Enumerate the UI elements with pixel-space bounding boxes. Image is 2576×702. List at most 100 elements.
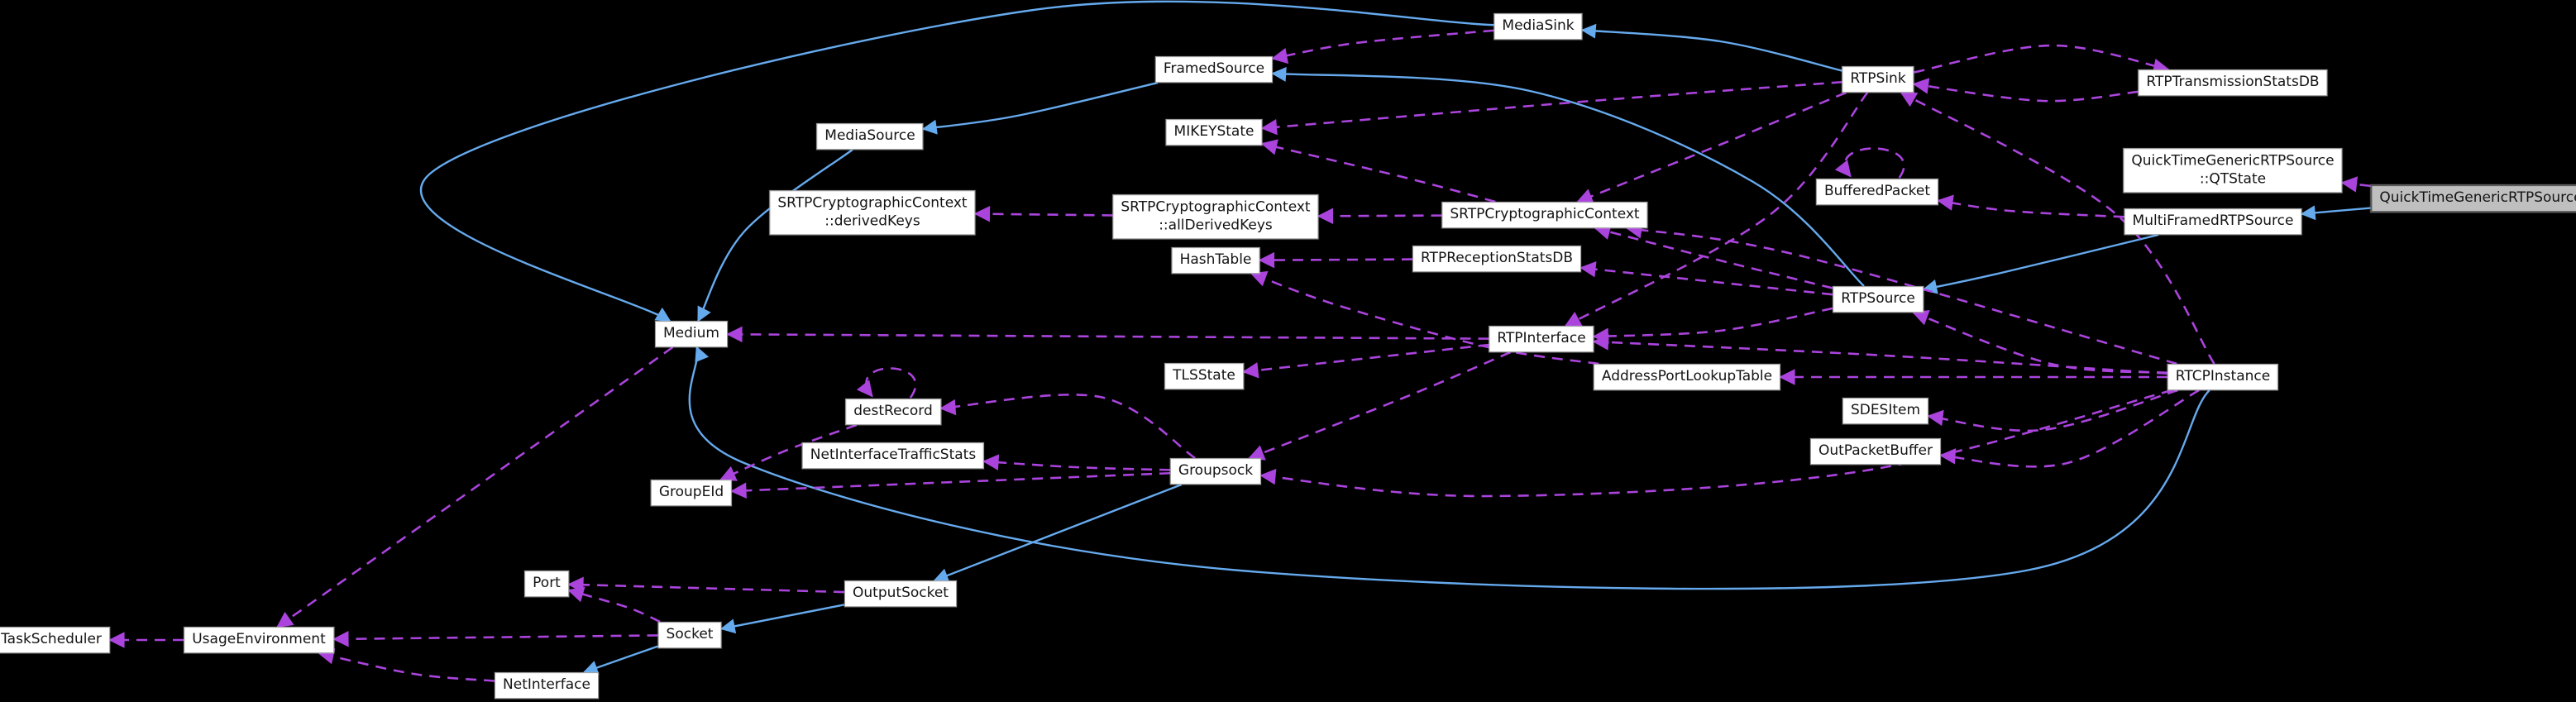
node-groupsock[interactable]: Groupsock xyxy=(1169,458,1262,485)
node-label: QuickTimeGenericRTPSource xyxy=(2379,189,2576,207)
edge-groupsock-outputsocket xyxy=(933,483,1183,583)
edge-rtcpinstance-sdesitem xyxy=(1927,389,2178,432)
edge-rtpsource-srtpcryptographiccontext xyxy=(1594,223,1833,289)
node-destrecord[interactable]: destRecord xyxy=(845,399,941,425)
node-label: NetInterface xyxy=(503,676,590,694)
edge-destrecord-groupeid xyxy=(719,423,858,481)
node-label: SDESItem xyxy=(1850,402,1921,419)
edge-netinterface-usageenvironment xyxy=(318,648,495,682)
node-label: RTCPInstance xyxy=(2175,368,2271,385)
edge-rtptransmissionstatsdb-rtpsink xyxy=(1912,78,2139,103)
node-rtptransmissionstatsdb[interactable]: RTPTransmissionStatsDB xyxy=(2138,69,2328,96)
node-srtpcryptographiccontext[interactable]: SRTPCryptographicContext xyxy=(1441,202,1648,228)
edge-framedsource-mediasource xyxy=(921,81,1159,135)
edge-mediasink-medium xyxy=(419,0,1494,322)
edge-srtpcryptographiccontext-mikeystate xyxy=(1260,139,1496,203)
edge-mediasink-framedsource xyxy=(1271,29,1494,64)
node-label: Socket xyxy=(666,626,714,643)
node-bufferedpacket[interactable]: BufferedPacket xyxy=(1815,179,1939,205)
node-medium[interactable]: Medium xyxy=(655,321,728,347)
node-label: RTPSink xyxy=(1850,70,1906,88)
node-label: MIKEYState xyxy=(1173,123,1255,141)
node-addressportlookuptable[interactable]: AddressPortLookupTable xyxy=(1593,364,1781,390)
edge-rtpinterface-tlsstate xyxy=(1242,343,1489,379)
edge-rtpsink-mediasink xyxy=(1580,23,1842,72)
node-label: OutPacketBuffer xyxy=(1818,442,1933,460)
edge-medium-usageenvironment xyxy=(276,346,674,628)
edge-rtpsink-rtptransmissionstatsdb xyxy=(1914,44,2170,75)
node-label: TLSState xyxy=(1173,367,1235,384)
node-derivedkeys[interactable]: SRTPCryptographicContext::derivedKeys xyxy=(769,190,976,235)
node-socket[interactable]: Socket xyxy=(657,622,722,648)
edge-groupsock-netinterfacetrafficstats xyxy=(982,454,1171,471)
edge-rtcpinstance-srtpcryptographiccontext xyxy=(1625,222,2177,365)
edge-addressportlookuptable-hashtable xyxy=(1250,270,1599,365)
node-netinterface[interactable]: NetInterface xyxy=(495,672,599,699)
node-label: SRTPCryptographicContext xyxy=(1450,206,1640,223)
edge-rtcpinstance-rtpsource xyxy=(1912,310,2168,375)
node-label: TaskScheduler xyxy=(1,631,102,648)
node-rtpsink[interactable]: RTPSink xyxy=(1842,66,1914,93)
edge-rtcpinstance-medium xyxy=(688,346,2210,590)
node-hashtable[interactable]: HashTable xyxy=(1171,247,1260,274)
node-rtpsource[interactable]: RTPSource xyxy=(1833,286,1924,313)
node-mediasource[interactable]: MediaSource xyxy=(816,123,924,150)
node-label: QuickTimeGenericRTPSource xyxy=(2131,152,2335,170)
node-quicktimegenericrtpsource: QuickTimeGenericRTPSource xyxy=(2370,184,2576,213)
edge-quicktimegenericrtpsource-multiframedrtpsource xyxy=(2300,205,2371,221)
edge-rtcpinstance-groupsock xyxy=(1259,389,2172,498)
node-outputsocket[interactable]: OutputSocket xyxy=(844,580,957,607)
edge-rtpinterface-groupsock xyxy=(1248,351,1512,461)
node-label: RTPSource xyxy=(1841,290,1915,308)
edge-rtcpinstance-rtpsink xyxy=(1900,91,2215,365)
node-port[interactable]: Port xyxy=(524,571,569,597)
node-label: UsageEnvironment xyxy=(192,631,326,648)
edge-allderivedkeys-derivedkeys xyxy=(973,205,1113,222)
edge-socket-port xyxy=(567,586,661,623)
node-usageenvironment[interactable]: UsageEnvironment xyxy=(184,627,334,653)
edge-groupsock-destrecord xyxy=(939,394,1196,460)
node-label: Medium xyxy=(663,325,719,342)
node-label: AddressPortLookupTable xyxy=(1601,368,1773,385)
node-label: Groupsock xyxy=(1178,462,1254,480)
edge-rtpsink-rtpinterface xyxy=(1564,92,1869,327)
node-allderivedkeys[interactable]: SRTPCryptographicContext::allDerivedKeys xyxy=(1112,194,1319,239)
node-tlsstate[interactable]: TLSState xyxy=(1164,363,1244,389)
edge-outputsocket-socket xyxy=(719,604,845,634)
node-multiframedrtpsource[interactable]: MultiFramedRTPSource xyxy=(2124,208,2302,235)
node-mediasink[interactable]: MediaSink xyxy=(1494,13,1583,40)
node-outpacketbuffer[interactable]: OutPacketBuffer xyxy=(1809,438,1942,465)
node-label: MediaSource xyxy=(824,127,915,145)
node-label: ::derivedKeys xyxy=(824,213,920,229)
node-taskscheduler[interactable]: TaskScheduler xyxy=(0,627,110,653)
edge-mediasource-medium xyxy=(697,149,853,322)
node-label: FramedSource xyxy=(1163,60,1265,78)
node-netinterfacetrafficstats[interactable]: NetInterfaceTrafficStats xyxy=(801,442,985,469)
node-label: MediaSink xyxy=(1502,17,1575,35)
node-label: ::QTState xyxy=(2199,170,2267,187)
edge-rtpsource-rtpinterface xyxy=(1592,307,1833,344)
node-label: GroupEId xyxy=(658,484,724,501)
node-mikeystate[interactable]: MIKEYState xyxy=(1165,119,1263,146)
node-groupeid[interactable]: GroupEId xyxy=(650,480,733,506)
edge-multiframedrtpsource-bufferedpacket xyxy=(1937,194,2124,218)
node-label: RTPInterface xyxy=(1497,330,1586,347)
node-qtstate[interactable]: QuickTimeGenericRTPSource::QTState xyxy=(2123,148,2343,193)
edge-multiframedrtpsource-rtpsource xyxy=(1922,233,2159,294)
node-rtpinterface[interactable]: RTPInterface xyxy=(1489,326,1594,352)
node-label: MultiFramedRTPSource xyxy=(2132,213,2294,230)
node-label: destRecord xyxy=(853,403,933,420)
node-rtcpinstance[interactable]: RTCPInstance xyxy=(2167,364,2279,390)
edge-srtpcryptographiccontext-allderivedkeys xyxy=(1317,208,1442,225)
edge-rtpsource-framedsource xyxy=(1271,66,1865,287)
node-framedsource[interactable]: FramedSource xyxy=(1154,56,1274,83)
edge-rtpsource-rtpreceptionstatsdb xyxy=(1580,261,1833,296)
node-label: ::allDerivedKeys xyxy=(1159,217,1273,233)
edge-socket-usageenvironment xyxy=(332,631,658,647)
node-rtpreceptionstatsdb[interactable]: RTPReceptionStatsDB xyxy=(1412,246,1582,272)
node-label: BufferedPacket xyxy=(1823,183,1931,200)
node-label: RTPTransmissionStatsDB xyxy=(2146,74,2320,91)
node-sdesitem[interactable]: SDESItem xyxy=(1842,398,1929,424)
edge-quicktimegenericrtpsource-qtstate xyxy=(2340,176,2371,193)
